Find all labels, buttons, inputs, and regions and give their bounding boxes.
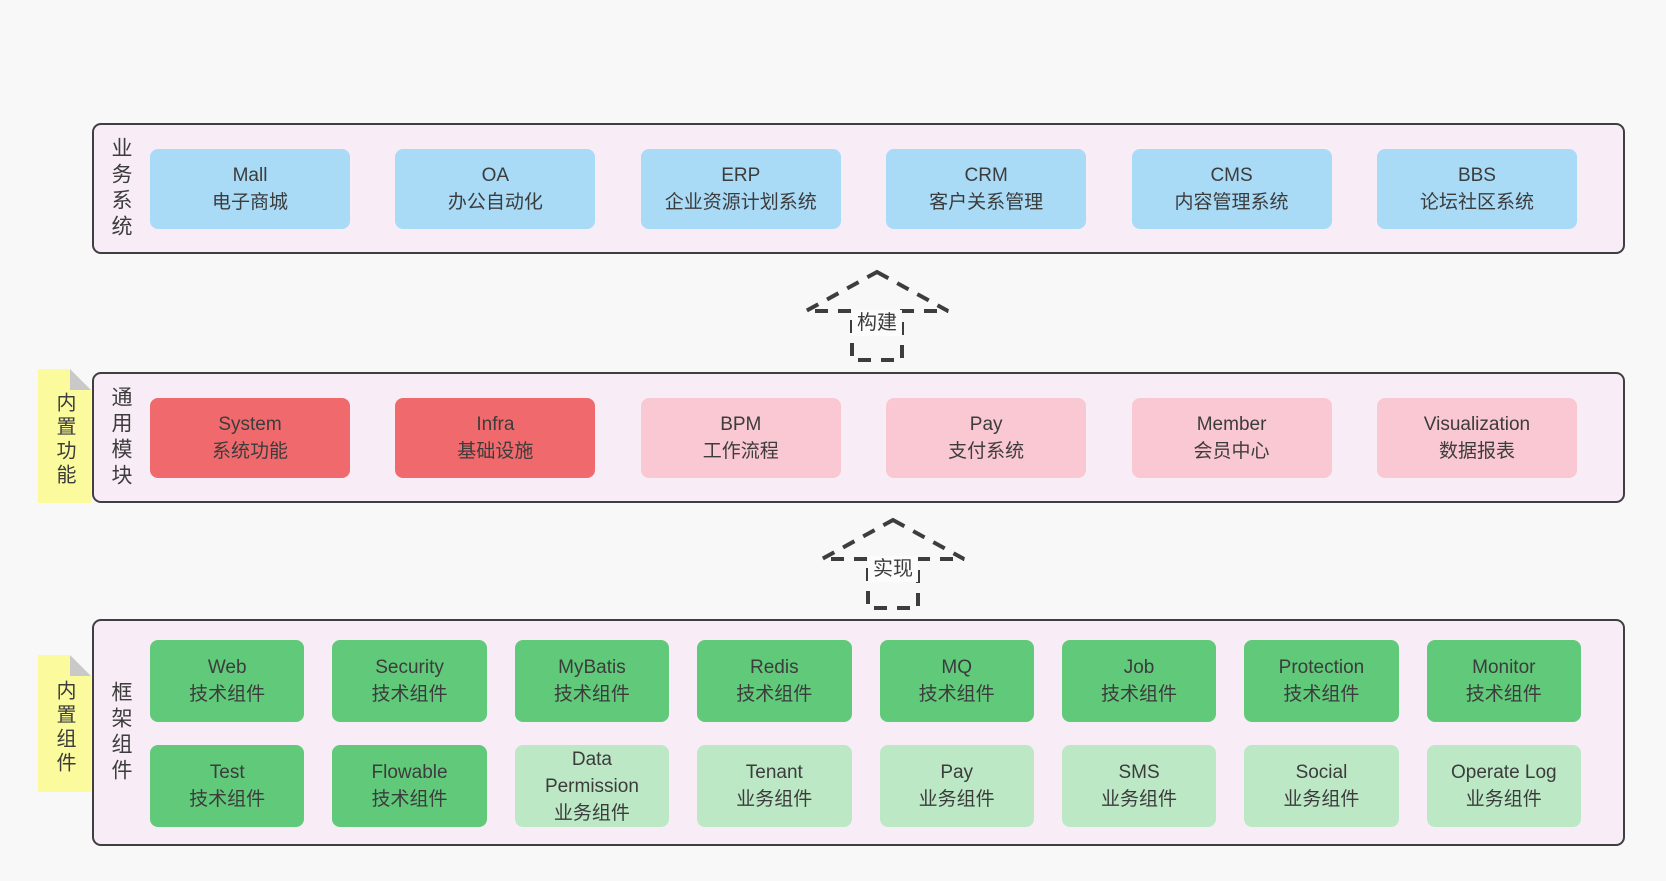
box-subtitle: 系统功能 — [211, 440, 288, 462]
box-subtitle: 会员中心 — [1193, 440, 1270, 462]
box-subtitle: 业务组件 — [1283, 789, 1360, 810]
arrow-implement-label: 实现 — [868, 556, 918, 582]
business-systems-row: Mall 电子商城 OA 办公自动化 ERP 企业资源计划系统 CRM 客户关系… — [150, 125, 1577, 252]
box-title: OA — [481, 164, 510, 186]
box-subtitle: 技术组件 — [736, 684, 813, 705]
box-oa: OA 办公自动化 — [395, 148, 596, 229]
box-subtitle: 技术组件 — [1283, 684, 1360, 705]
box-sms: SMS 业务组件 — [1061, 745, 1217, 827]
box-subtitle: 办公自动化 — [447, 191, 543, 213]
box-title: Pay — [969, 413, 1003, 435]
box-title: Pay — [940, 762, 974, 783]
band-common-modules: 通用模块 System 系统功能 Infra 基础设施 BPM 工作流程 Pay… — [92, 372, 1625, 503]
box-subtitle: 支付系统 — [948, 440, 1025, 462]
box-title: ERP — [721, 164, 761, 186]
band-label-framework-components: 框架组件 — [109, 680, 132, 785]
box-bbs: BBS 论坛社区系统 — [1376, 148, 1577, 229]
box-social: Social 业务组件 — [1244, 745, 1399, 827]
box-title: MQ — [941, 657, 972, 678]
box-title: System — [218, 413, 282, 435]
box-subtitle: 技术组件 — [553, 684, 630, 705]
box-data-permission: Data Permission 业务组件 — [514, 745, 670, 827]
arrow-build-label: 构建 — [852, 310, 902, 336]
box-subtitle: 技术组件 — [1101, 684, 1178, 705]
box-tenant: Tenant 业务组件 — [697, 745, 852, 827]
box-title: Infra — [476, 413, 515, 435]
box-title: Mall — [232, 164, 268, 186]
box-subtitle: 技术组件 — [189, 789, 266, 810]
box-title: CMS — [1210, 164, 1253, 186]
band-label-common-modules: 通用模块 — [109, 385, 132, 490]
band-label-business-systems: 业务系统 — [109, 136, 132, 241]
box-title: Flowable — [371, 762, 448, 783]
box-bpm: BPM 工作流程 — [640, 397, 841, 478]
band-business-systems: 业务系统 Mall 电子商城 OA 办公自动化 ERP 企业资源计划系统 CRM… — [92, 123, 1625, 254]
box-mall: Mall 电子商城 — [150, 148, 350, 229]
box-subtitle: 业务组件 — [1465, 789, 1542, 810]
box-subtitle: 电子商城 — [211, 191, 288, 213]
box-subtitle: 技术组件 — [189, 684, 266, 705]
box-subtitle: 客户关系管理 — [929, 191, 1044, 213]
box-subtitle: 业务组件 — [1101, 789, 1178, 810]
box-protection: Protection 技术组件 — [1244, 640, 1399, 722]
box-crm: CRM 客户关系管理 — [886, 148, 1087, 229]
box-subtitle: 技术组件 — [918, 684, 995, 705]
box-title: Visualization — [1423, 413, 1531, 435]
box-subtitle: 工作流程 — [702, 440, 779, 462]
box-security: Security 技术组件 — [332, 640, 487, 722]
box-flowable: Flowable 技术组件 — [332, 745, 487, 827]
box-title: Data Permission — [544, 748, 639, 797]
box-system: System 系统功能 — [150, 397, 350, 478]
box-redis: Redis 技术组件 — [697, 640, 852, 722]
box-subtitle: 技术组件 — [1465, 684, 1542, 705]
framework-components-grid: Web 技术组件 Security 技术组件 MyBatis 技术组件 Redi… — [150, 640, 1581, 827]
sticky-note-builtin-components: 内置组件 — [38, 655, 91, 792]
box-mybatis: MyBatis 技术组件 — [514, 640, 670, 722]
box-subtitle: 业务组件 — [553, 802, 630, 824]
box-subtitle: 技术组件 — [371, 684, 448, 705]
box-title: CRM — [964, 164, 1008, 186]
box-title: Redis — [750, 657, 799, 678]
band-framework-components: 框架组件 Web 技术组件 Security 技术组件 MyBatis 技术组件… — [92, 619, 1625, 846]
box-subtitle: 业务组件 — [918, 789, 995, 810]
box-title: BPM — [720, 413, 762, 435]
box-operate-log: Operate Log 业务组件 — [1426, 745, 1581, 827]
box-title: SMS — [1118, 762, 1160, 783]
box-cms: CMS 内容管理系统 — [1131, 148, 1332, 229]
box-title: MyBatis — [558, 657, 626, 678]
sticky-note-label: 内置功能 — [53, 392, 75, 488]
box-title: Social — [1295, 762, 1348, 783]
box-title: Tenant — [745, 762, 803, 783]
box-title: Protection — [1278, 657, 1365, 678]
box-pay-component: Pay 业务组件 — [879, 745, 1034, 827]
box-title: Job — [1123, 657, 1155, 678]
box-subtitle: 业务组件 — [736, 789, 813, 810]
box-title: Member — [1196, 413, 1267, 435]
box-subtitle: 企业资源计划系统 — [664, 191, 817, 213]
box-visualization: Visualization 数据报表 — [1376, 397, 1577, 478]
box-title: Web — [207, 657, 247, 678]
sticky-note-label: 内置组件 — [53, 679, 75, 776]
box-web: Web 技术组件 — [150, 640, 305, 722]
box-subtitle: 论坛社区系统 — [1419, 191, 1534, 213]
box-title: Operate Log — [1450, 762, 1557, 783]
box-title: BBS — [1457, 164, 1496, 186]
box-job: Job 技术组件 — [1061, 640, 1217, 722]
box-test: Test 技术组件 — [150, 745, 305, 827]
common-modules-row: System 系统功能 Infra 基础设施 BPM 工作流程 Pay 支付系统… — [150, 374, 1577, 501]
box-erp: ERP 企业资源计划系统 — [640, 148, 841, 229]
box-title: Test — [209, 762, 245, 783]
box-subtitle: 技术组件 — [371, 789, 448, 810]
box-subtitle: 数据报表 — [1438, 440, 1515, 462]
box-title: Monitor — [1472, 657, 1536, 678]
box-monitor: Monitor 技术组件 — [1426, 640, 1581, 722]
box-infra: Infra 基础设施 — [395, 397, 596, 478]
sticky-note-builtin-features: 内置功能 — [38, 369, 91, 503]
box-mq: MQ 技术组件 — [879, 640, 1034, 722]
box-title: Security — [375, 657, 444, 678]
box-subtitle: 内容管理系统 — [1174, 191, 1289, 213]
box-subtitle: 基础设施 — [457, 440, 534, 462]
box-member: Member 会员中心 — [1131, 397, 1332, 478]
box-pay-module: Pay 支付系统 — [886, 397, 1087, 478]
